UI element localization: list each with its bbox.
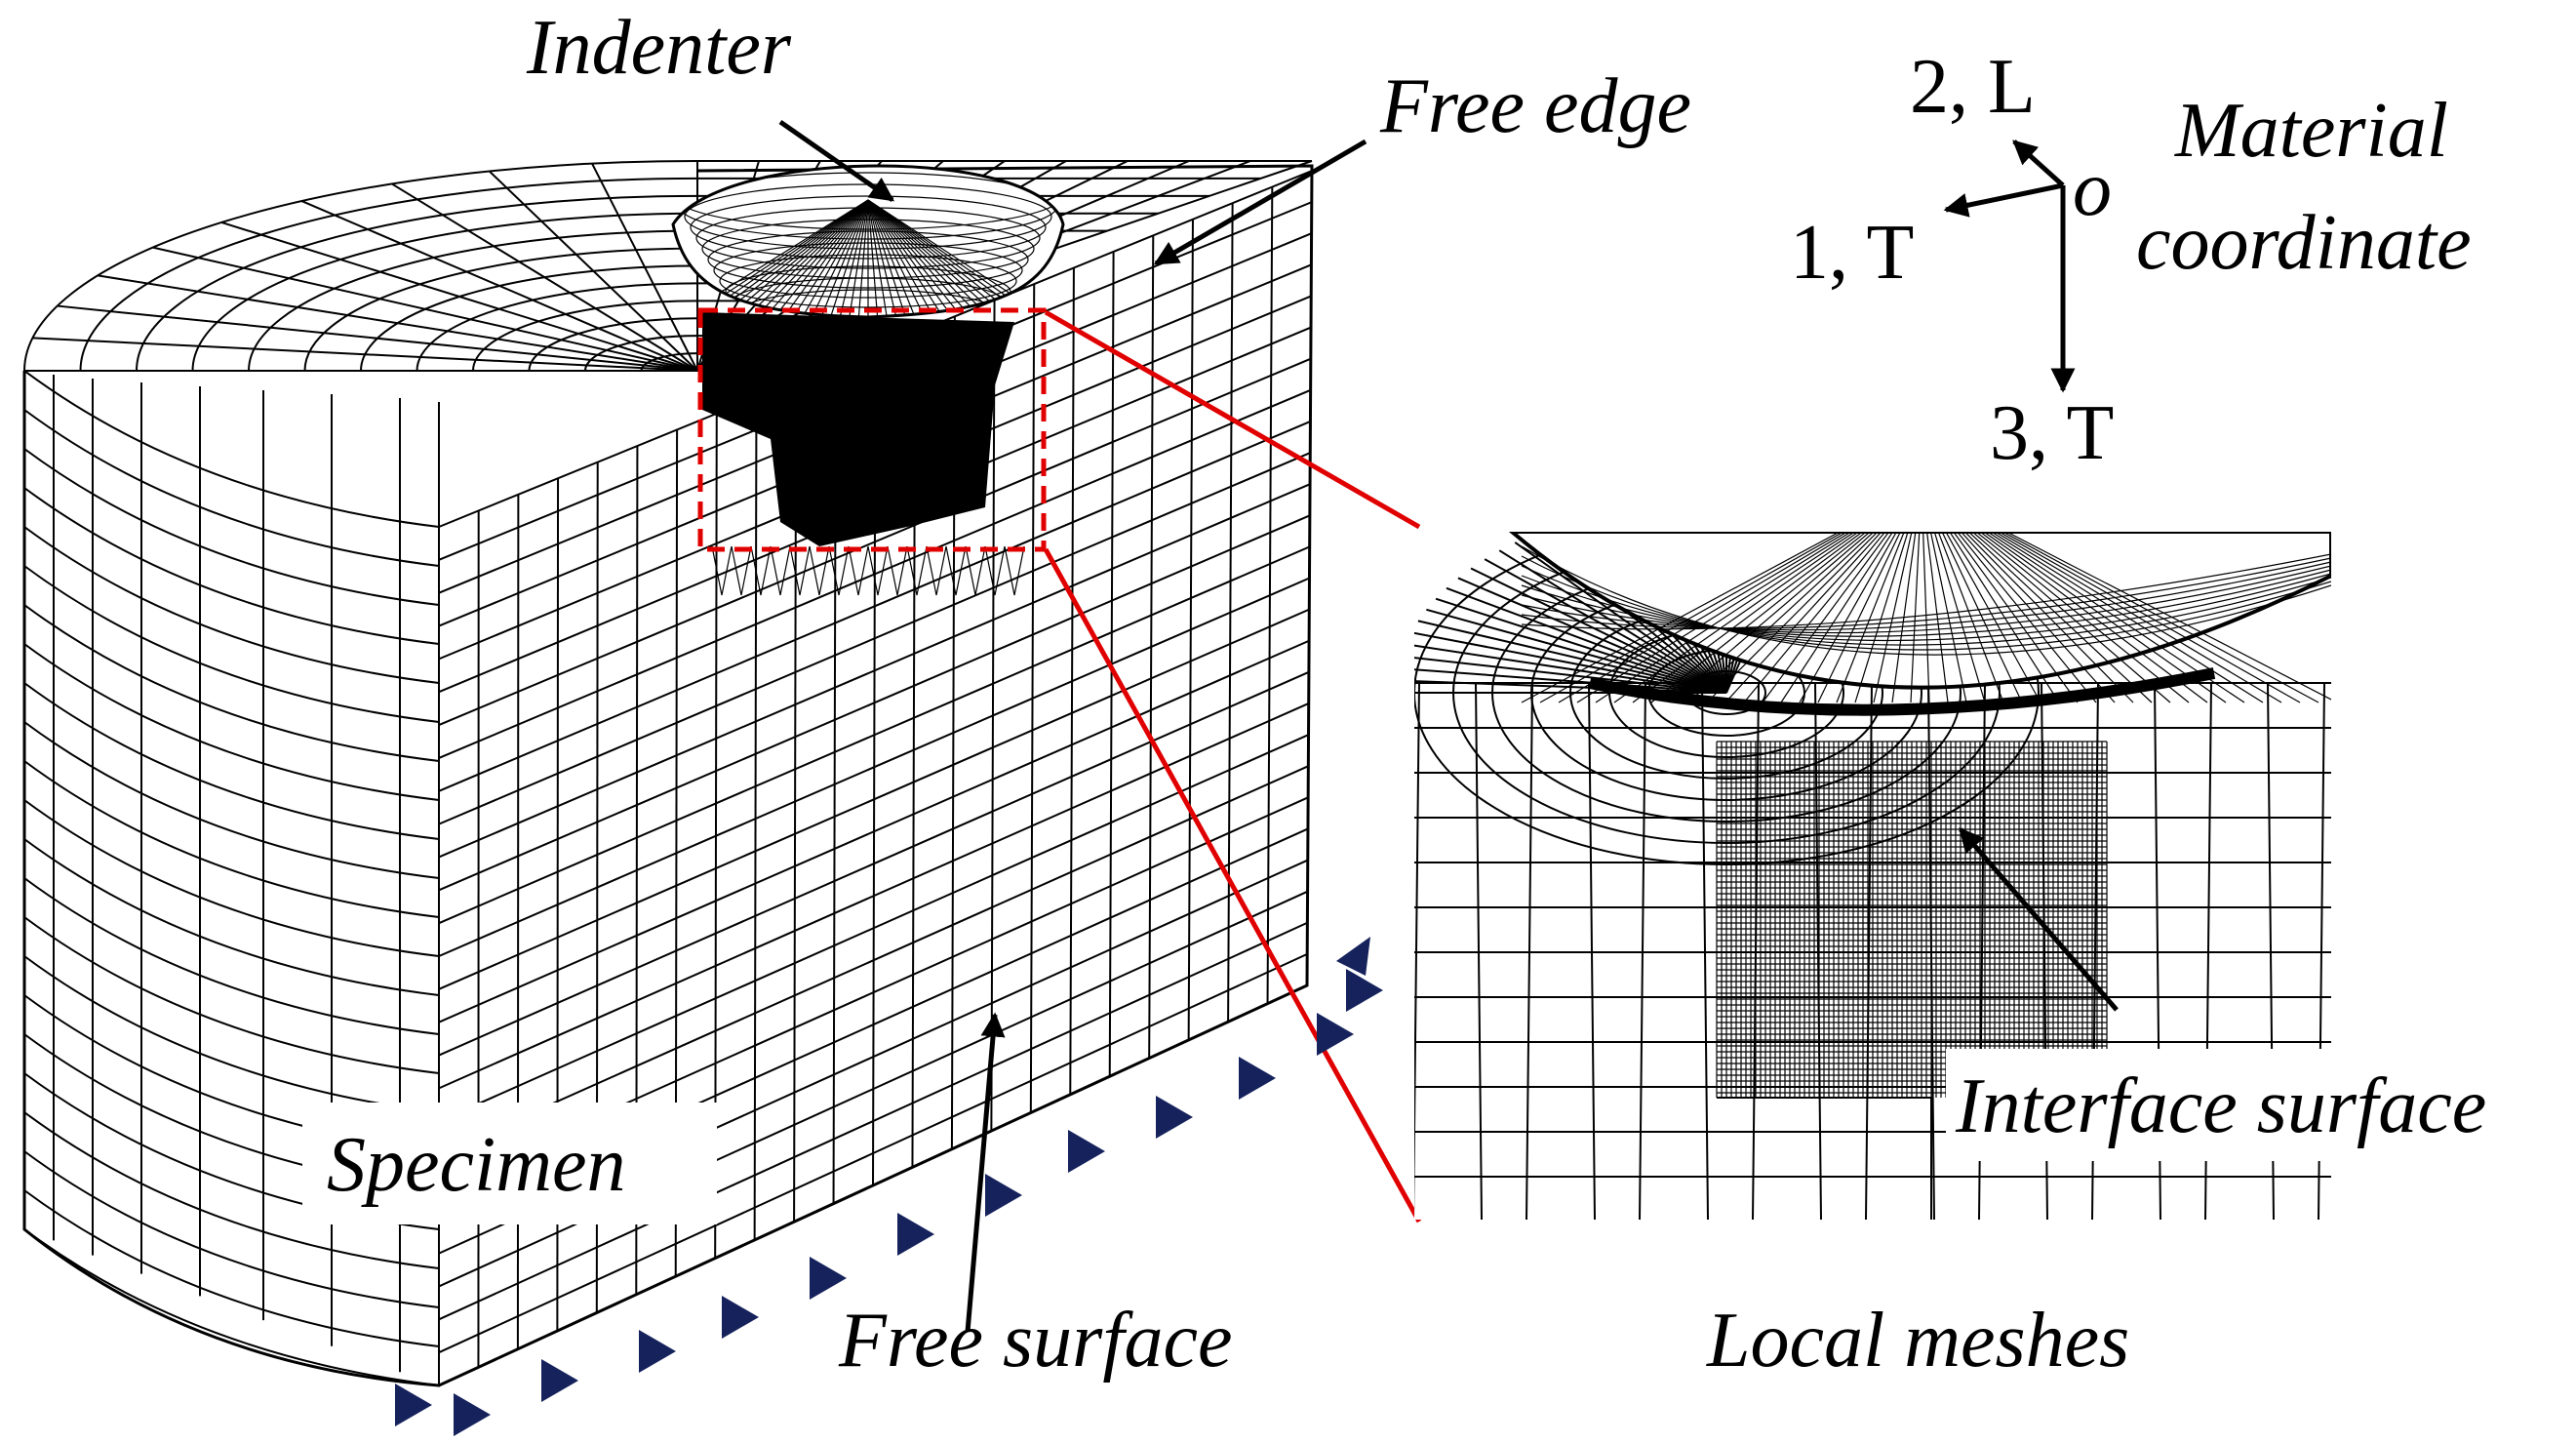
free-surface-pointer: [965, 1012, 1006, 1333]
boundary-support-triangle-icon: [897, 1213, 934, 1256]
free-surface-label: Free surface: [838, 1298, 1233, 1384]
zoom-frame: [697, 307, 1047, 552]
boundary-support-triangle-icon: [810, 1257, 847, 1300]
boundary-support-triangle-icon: [1068, 1130, 1105, 1173]
coordinate-label: coordinate: [2136, 200, 2472, 286]
boundary-support-triangle-icon: [1317, 1013, 1354, 1056]
boundary-support-triangle-icon: [1156, 1096, 1193, 1139]
free-edge-label: Free edge: [1379, 63, 1691, 149]
free-edge-pointer: [1153, 139, 1367, 266]
boundary-support-triangle-icon: [639, 1330, 676, 1373]
local-meshes-label: Local meshes: [1706, 1298, 2129, 1384]
boundary-support-triangle-icon: [541, 1359, 578, 1402]
axis-2-label: 2, L: [1910, 44, 2036, 130]
boundary-support-triangle-icon: [722, 1296, 759, 1339]
boundary-supports: [395, 937, 1383, 1436]
material-label: Material: [2174, 88, 2448, 174]
boundary-support-triangle-icon: [1239, 1057, 1276, 1100]
interface-surface-label: Interface surface: [1955, 1063, 2486, 1149]
axis-3-label: 3, T: [1990, 390, 2114, 476]
axis-1-label: 1, T: [1790, 210, 1914, 296]
axis-2-arrow-icon: [2012, 140, 2065, 187]
zoom-connector-bottom: [1043, 547, 1422, 1223]
indenter-pointer: [778, 119, 895, 203]
indenter-label: Indenter: [526, 5, 792, 91]
indenter-mesh: [671, 164, 1065, 319]
refined-mesh-region: [702, 312, 1014, 546]
boundary-support-triangle-icon: [1336, 937, 1370, 976]
boundary-support-triangle-icon: [1346, 969, 1383, 1012]
specimen-mesh: [22, 160, 1314, 1387]
origin-label: o: [2073, 146, 2112, 232]
material-coordinate-triad: [1943, 140, 2076, 393]
interface-surface-pointer: [1959, 827, 2119, 1012]
axis-1-arrow-icon: [1943, 182, 2064, 218]
boundary-support-triangle-icon: [985, 1174, 1022, 1217]
boundary-support-triangle-icon: [395, 1384, 432, 1426]
boundary-support-triangle-icon: [454, 1393, 491, 1436]
zoom-connector-top: [1044, 309, 1421, 530]
specimen-label: Specimen: [327, 1122, 626, 1208]
